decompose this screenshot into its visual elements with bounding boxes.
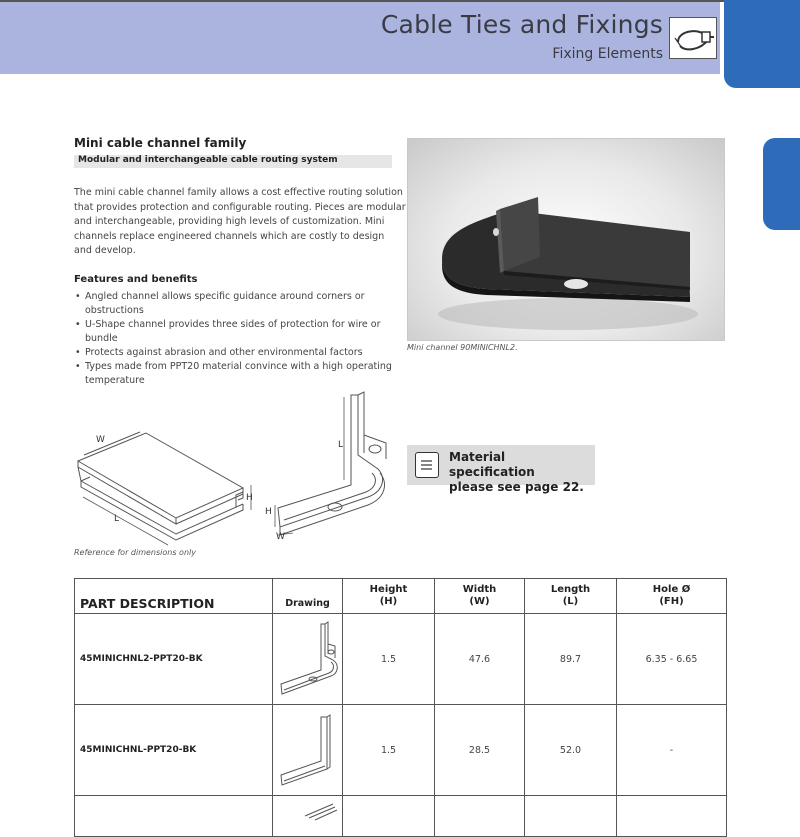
material-spec-line2: please see page 22. (449, 480, 584, 494)
features-title: Features and benefits (74, 274, 198, 285)
width-value: 47.6 (434, 613, 525, 705)
section-subtitle: Modular and interchangeable cable routin… (78, 155, 338, 165)
header-height: Height(H) (342, 578, 435, 614)
table-row: 45MINICHNL2-PPT20-BK 1.5 47.6 89.7 6.35 … (74, 613, 727, 705)
dim-label-h-angled: H (265, 507, 272, 517)
header-width: Width(W) (434, 578, 525, 614)
material-spec-line1: Material specification (449, 450, 535, 479)
width-value: 28.5 (434, 704, 525, 796)
material-spec-box: Material specification please see page 2… (407, 445, 595, 494)
part-number: 45MINICHNL-PPT20-BK (74, 704, 273, 796)
material-spec-text: Material specification please see page 2… (449, 450, 595, 495)
dim-label-l-angled: L (338, 440, 343, 450)
header-top-rule (0, 0, 800, 2)
dim-label-w: W (96, 435, 105, 445)
table-row: 45MINICHNL-PPT20-BK 1.5 28.5 52.0 - (74, 704, 727, 796)
intro-line: and develop. (74, 245, 136, 256)
part-drawing (272, 613, 343, 705)
intro-line: and interchangeable, providing high leve… (74, 216, 385, 227)
header-drawing: Drawing (272, 578, 343, 614)
table-header-row: PART DESCRIPTION Drawing Height(H) Width… (74, 578, 727, 614)
feature-item: Angled channel allows specific guidance … (74, 290, 404, 318)
hole-value: 6.35 - 6.65 (616, 613, 727, 705)
part-drawing (272, 795, 343, 837)
header-band (0, 0, 720, 74)
feature-item: Protects against abrasion and other envi… (74, 346, 404, 360)
page-title: Cable Ties and Fixings (380, 10, 663, 39)
dim-label-w-angled: W (276, 532, 285, 542)
hole-value: - (616, 704, 727, 796)
feature-item: Types made from PPT20 material convince … (74, 360, 404, 388)
length-value: 52.0 (524, 704, 617, 796)
intro-line: that provides protection and configurabl… (74, 201, 406, 213)
section-subtitle-bar: Modular and interchangeable cable routin… (74, 155, 392, 168)
drawings-caption: Reference for dimensions only (74, 548, 196, 557)
page-subtitle: Fixing Elements (552, 46, 663, 62)
header-hole: Hole Ø(FH) (616, 578, 727, 614)
height-value: 1.5 (342, 704, 435, 796)
header-length: Length(L) (524, 578, 617, 614)
length-value: 89.7 (524, 613, 617, 705)
product-photo (407, 138, 725, 341)
intro-paragraph: The mini cable channel family allows a c… (74, 186, 406, 259)
photo-caption: Mini channel 90MINICHNL2. (407, 343, 518, 352)
features-list: Angled channel allows specific guidance … (74, 290, 404, 388)
u-channel-drawing (76, 431, 252, 546)
spec-table: PART DESCRIPTION Drawing Height(H) Width… (74, 578, 727, 837)
dim-label-l: L (114, 514, 119, 524)
dimension-drawings: W L H L H W (68, 385, 403, 550)
table-row (74, 795, 727, 837)
height-value: 1.5 (342, 613, 435, 705)
dim-label-h: H (246, 493, 253, 503)
chapter-tab-side (763, 138, 800, 230)
document-icon (415, 452, 439, 478)
angled-channel-drawing (274, 391, 387, 536)
header-part-description: PART DESCRIPTION (74, 578, 273, 614)
chapter-tab-top (724, 0, 800, 88)
feature-item: U-Shape channel provides three sides of … (74, 318, 404, 346)
intro-line: The mini cable channel family allows a c… (74, 187, 403, 198)
part-drawing (272, 704, 343, 796)
section-title: Mini cable channel family (74, 136, 247, 150)
part-number: 45MINICHNL2-PPT20-BK (74, 613, 273, 705)
cable-tie-icon (669, 17, 717, 59)
intro-line: channels replace engineered channels whi… (74, 230, 385, 242)
